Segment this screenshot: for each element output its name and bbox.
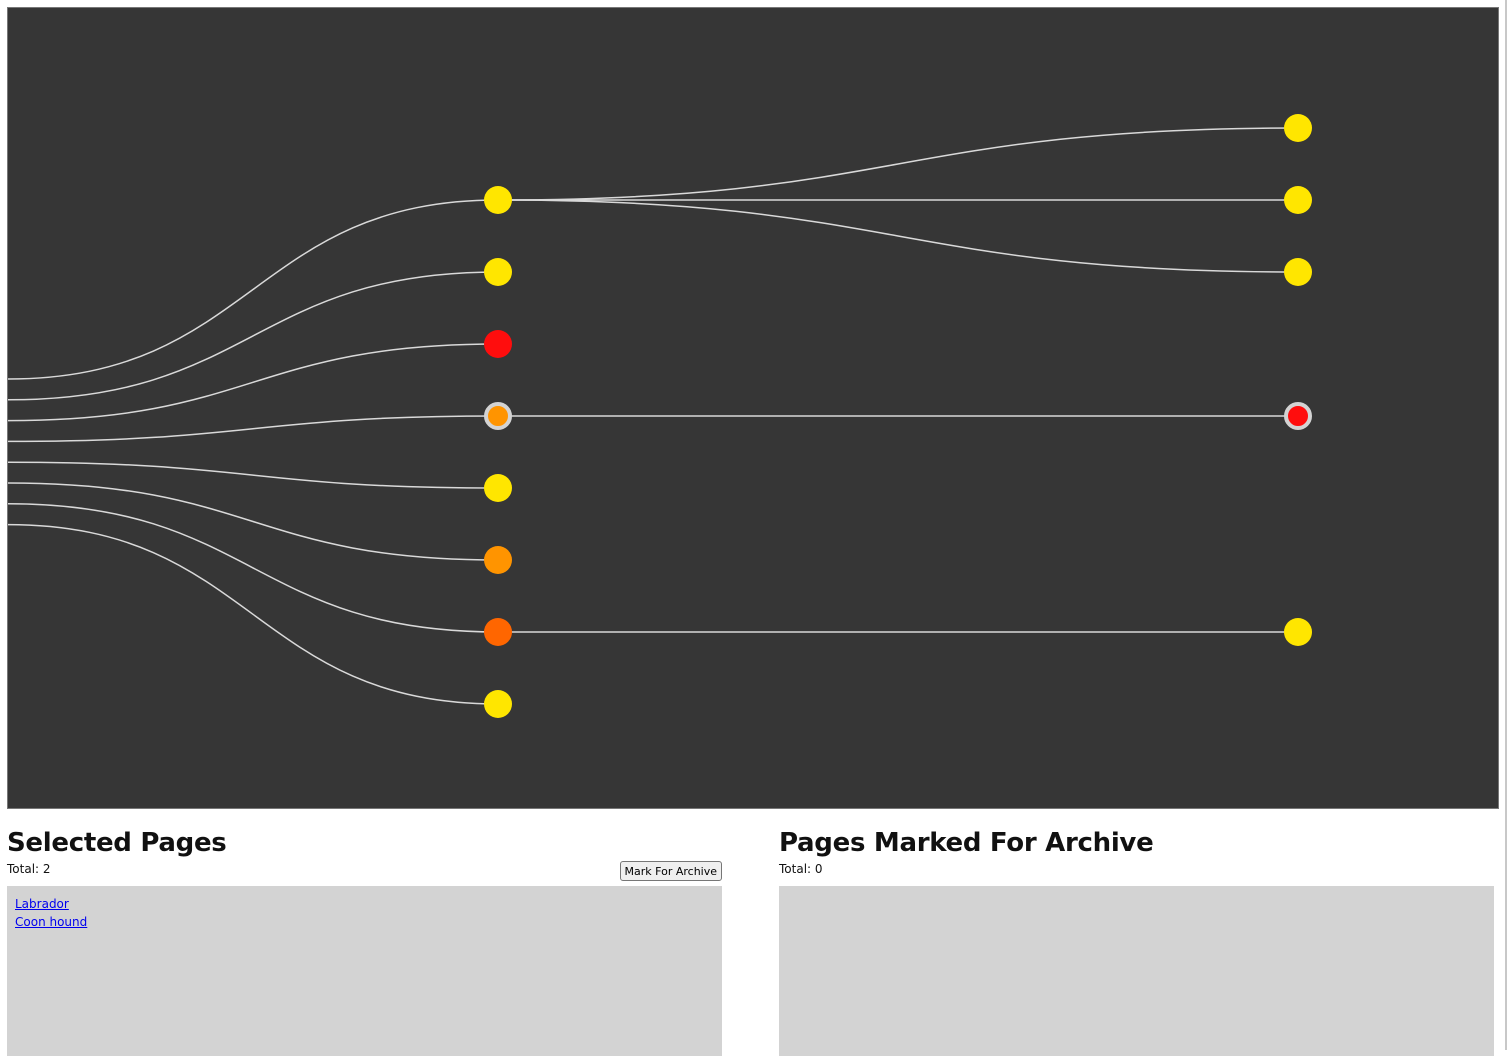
tree-node[interactable]: [484, 690, 512, 718]
selected-pages-total: Total: 2: [7, 862, 51, 876]
tree-node[interactable]: [484, 474, 512, 502]
archive-pages-panel: Pages Marked For Archive Total: 0: [779, 824, 1494, 1056]
tree-link: [8, 271, 499, 401]
tree-link: [497, 127, 1299, 201]
tree-link: [8, 503, 499, 633]
tree-link: [8, 461, 499, 489]
tree-node-selected[interactable]: [1284, 402, 1312, 430]
archive-pages-title: Pages Marked For Archive: [779, 828, 1154, 858]
tree-link: [8, 415, 499, 443]
tree-link: [8, 482, 499, 561]
tree-link: [8, 199, 499, 380]
mark-for-archive-button[interactable]: Mark For Archive: [619, 861, 722, 881]
tree-node[interactable]: [484, 186, 512, 214]
archive-pages-total: Total: 0: [779, 862, 823, 876]
tree-node-selected[interactable]: [484, 402, 512, 430]
tree-node[interactable]: [484, 618, 512, 646]
tree-node[interactable]: [484, 330, 512, 358]
tree-node[interactable]: [484, 258, 512, 286]
selected-pages-panel: Selected Pages Total: 2 Mark For Archive…: [7, 824, 722, 1056]
selected-page-link[interactable]: Labrador: [15, 897, 69, 911]
selected-pages-title: Selected Pages: [7, 828, 227, 858]
tree-link: [8, 523, 499, 705]
tree-node[interactable]: [1284, 186, 1312, 214]
tree-node[interactable]: [1284, 618, 1312, 646]
tree-link: [8, 343, 499, 422]
selected-page-link[interactable]: Coon hound: [15, 915, 88, 929]
tree-node[interactable]: [1284, 114, 1312, 142]
archive-pages-list[interactable]: [779, 886, 1494, 1056]
scrollbar[interactable]: [1505, 0, 1507, 1050]
tree-visualization[interactable]: [7, 7, 1499, 809]
tree-canvas[interactable]: [8, 8, 1498, 808]
tree-node[interactable]: [1284, 258, 1312, 286]
tree-link: [497, 199, 1299, 273]
tree-node[interactable]: [484, 546, 512, 574]
